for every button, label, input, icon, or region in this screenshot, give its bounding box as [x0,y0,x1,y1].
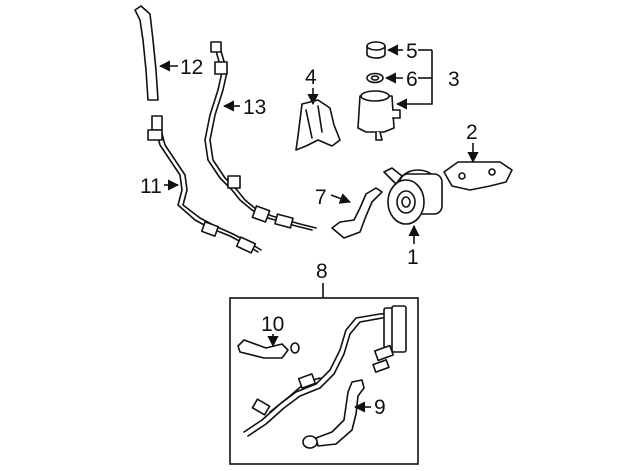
reservoir-3 [357,90,401,141]
line-13 [204,41,317,231]
callout-9: 9 [374,396,386,419]
callout-12: 12 [180,56,203,79]
callout-1: 1 [407,246,419,269]
leader-3 [395,50,433,110]
callout-2: 2 [466,121,478,144]
bracket-4 [295,99,341,151]
callout-7: 7 [315,186,327,209]
pump-1 [383,167,443,225]
callout-13: 13 [243,96,266,119]
line-11 [147,115,262,254]
callout-4: 4 [305,66,317,89]
hose-10 [237,339,300,359]
callout-11: 11 [140,175,162,198]
callout-3: 3 [448,68,460,91]
callout-5: 5 [406,40,418,63]
hose-12 [134,5,159,101]
hose-7 [331,187,383,239]
line-assembly-8 [243,305,407,437]
callout-10: 10 [261,313,284,336]
seal-6 [366,72,384,84]
kit-8-box [229,297,419,465]
hose-9 [302,379,365,449]
leader-7 [330,193,352,204]
cap-5 [366,41,386,59]
bracket-2 [443,161,513,191]
callout-6: 6 [406,68,418,91]
callout-8: 8 [316,260,328,283]
